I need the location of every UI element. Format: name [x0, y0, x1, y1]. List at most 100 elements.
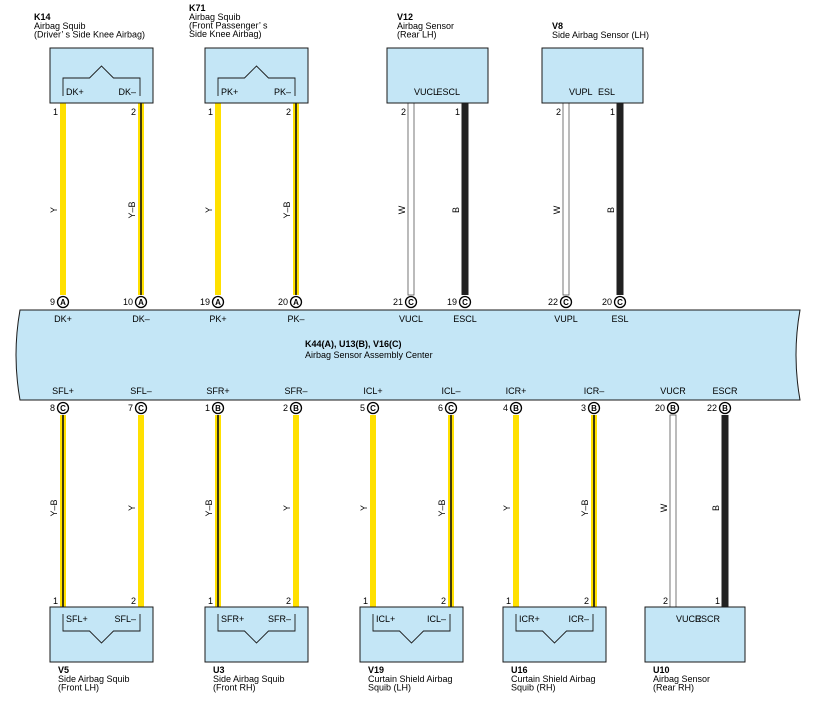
- bottom-u16-wire-1: [513, 415, 519, 607]
- top-k71-pin-number: 2: [286, 107, 291, 117]
- bottom-u3-code: U3: [213, 665, 225, 675]
- bottom-u16-terminal-label: ICR–: [568, 614, 589, 624]
- main-component-code: K44(A), U13(B), V16(C): [305, 339, 402, 349]
- bottom-u10-name-line: Airbag Sensor: [653, 674, 710, 684]
- bottom-u10-code: U10: [653, 665, 670, 675]
- bottom-v19-terminal-label: ICL–: [427, 614, 446, 624]
- top-v8-main-connector-letter: C: [563, 298, 569, 307]
- top-v12-wire-color-label: W: [397, 205, 407, 214]
- bottom-v19-main-connector-letter: C: [370, 404, 376, 413]
- bottom-v19-main-terminal-label: ICL+: [363, 386, 382, 396]
- bottom-u16-name-line: Squib (RH): [511, 683, 556, 693]
- boxes-layer: K44(A), U13(B), V16(C) Airbag Sensor Ass…: [15, 47, 801, 663]
- bottom-v19-name-line: Curtain Shield Airbag: [368, 674, 453, 684]
- top-k71-code: K71: [189, 3, 206, 13]
- bottom-v5-terminal-label: SFL–: [114, 614, 136, 624]
- top-v12-main-connector-letter: C: [408, 298, 414, 307]
- bottom-u3-wire-2: [293, 415, 299, 607]
- top-v8-main-pin-number: 20: [602, 297, 612, 307]
- bottom-u16-name-line: Curtain Shield Airbag: [511, 674, 596, 684]
- top-v8-box: [541, 47, 644, 104]
- bottom-u16-wire-color-label: Y–B: [580, 499, 590, 516]
- bottom-u3-name-line: Side Airbag Squib: [213, 674, 285, 684]
- bottom-u3-main-connector-circle: [211, 401, 225, 415]
- bottom-u10-main-pin-number: 22: [707, 403, 717, 413]
- top-k71-wire-color-label: Y: [204, 207, 214, 213]
- bottom-v5-wire-color-label: Y–B: [49, 499, 59, 516]
- top-v12-name-line: (Rear LH): [397, 30, 437, 40]
- bottom-v19-code: V19: [368, 665, 384, 675]
- bottom-u10-wire-color-label: B: [711, 505, 721, 511]
- bottom-u3-terminal-label: SFR–: [268, 614, 291, 624]
- top-v8-main-terminal-label: VUPL: [554, 314, 578, 324]
- bottom-u10-main-connector-letter: B: [670, 404, 676, 413]
- bottom-u10-pin-number: 1: [715, 596, 720, 606]
- bottom-u10-pin-number: 2: [663, 596, 668, 606]
- top-k14-code: K14: [34, 12, 51, 22]
- bottom-u3-main-connector-circle: [289, 401, 303, 415]
- bottom-v19-main-pin-number: 5: [360, 403, 365, 413]
- top-v12-box: [386, 47, 489, 104]
- top-v8-main-pin-number: 22: [548, 297, 558, 307]
- top-k71-name-line: (Front Passenger’ s: [189, 21, 268, 31]
- bottom-u3-main-terminal-label: SFR–: [284, 386, 307, 396]
- top-v8-pin-number: 1: [610, 107, 615, 117]
- bottom-u16-main-terminal-label: ICR+: [506, 386, 527, 396]
- bottom-v5-main-connector-letter: C: [60, 404, 66, 413]
- top-v8-main-terminal-label: ESL: [611, 314, 628, 324]
- top-k14-wire-2-tracer: [140, 103, 142, 295]
- top-k71-pin-number: 1: [208, 107, 213, 117]
- bottom-v19-wire-2-tracer: [450, 415, 452, 607]
- top-k14-wire-1: [60, 103, 66, 295]
- bottom-v19-connector-outline: [372, 614, 451, 644]
- bottom-v5-box: [49, 606, 154, 663]
- top-k14-main-terminal-label: DK–: [132, 314, 150, 324]
- top-v12-main-terminal-label: VUCL: [399, 314, 423, 324]
- top-v12-wire-1: [407, 102, 415, 296]
- top-k14-terminal-label: DK–: [118, 87, 136, 97]
- top-k71-box: [204, 47, 309, 104]
- top-v8-wire-color-label: B: [606, 207, 616, 213]
- top-k71-main-connector-circle: [211, 295, 225, 309]
- top-v12-main-pin-number: 21: [393, 297, 403, 307]
- top-k14-main-terminal-label: DK+: [54, 314, 72, 324]
- top-k71-main-pin-number: 20: [278, 297, 288, 307]
- bottom-u10-wire-1: [669, 414, 677, 608]
- top-k71-name-line: Side Knee Airbag): [189, 29, 262, 39]
- bottom-u3-terminal-label: SFR+: [221, 614, 244, 624]
- bottom-u16-box: [502, 606, 607, 663]
- bottom-u3-wire-1-tracer: [217, 415, 219, 607]
- bottom-u10-wire-color-label: W: [659, 503, 669, 512]
- top-v12-terminal-label: VUCL: [414, 87, 438, 97]
- top-v12-main-connector-letter: C: [462, 298, 468, 307]
- bottom-v5-wire-2: [138, 415, 144, 607]
- bottom-v5-terminal-label: SFL+: [66, 614, 88, 624]
- bottom-v19-pin-number: 1: [363, 596, 368, 606]
- bottom-u10-box: [644, 606, 746, 663]
- top-v12-pin-number: 2: [401, 107, 406, 117]
- bottom-u16-main-pin-number: 3: [581, 403, 586, 413]
- bottom-v19-wire-1: [370, 415, 376, 607]
- top-v12-main-pin-number: 19: [447, 297, 457, 307]
- main-component-name: Airbag Sensor Assembly Center: [305, 350, 433, 360]
- top-k14-wire-color-label: Y–B: [127, 201, 137, 218]
- top-k71-wire-1: [215, 103, 221, 295]
- bottom-u3-connector-outline: [217, 614, 296, 644]
- top-k14-main-connector-circle: [56, 295, 70, 309]
- bottom-u3-main-terminal-label: SFR+: [206, 386, 229, 396]
- top-v12-wire-2: [461, 103, 469, 295]
- bottom-u16-main-connector-circle: [587, 401, 601, 415]
- top-k71-wire-2-tracer: [295, 103, 297, 295]
- top-v12-main-connector-circle: [458, 295, 472, 309]
- top-v12-pin-number: 1: [455, 107, 460, 117]
- top-k14-pin-number: 2: [131, 107, 136, 117]
- bottom-u16-main-pin-number: 4: [503, 403, 508, 413]
- bottom-u10-main-terminal-label: ESCR: [712, 386, 738, 396]
- top-k71-main-connector-letter: A: [293, 298, 299, 307]
- top-k14-main-pin-number: 9: [50, 297, 55, 307]
- bottom-v19-main-terminal-label: ICL–: [441, 386, 460, 396]
- bottom-u3-pin-number: 2: [286, 596, 291, 606]
- top-v8-pin-number: 2: [556, 107, 561, 117]
